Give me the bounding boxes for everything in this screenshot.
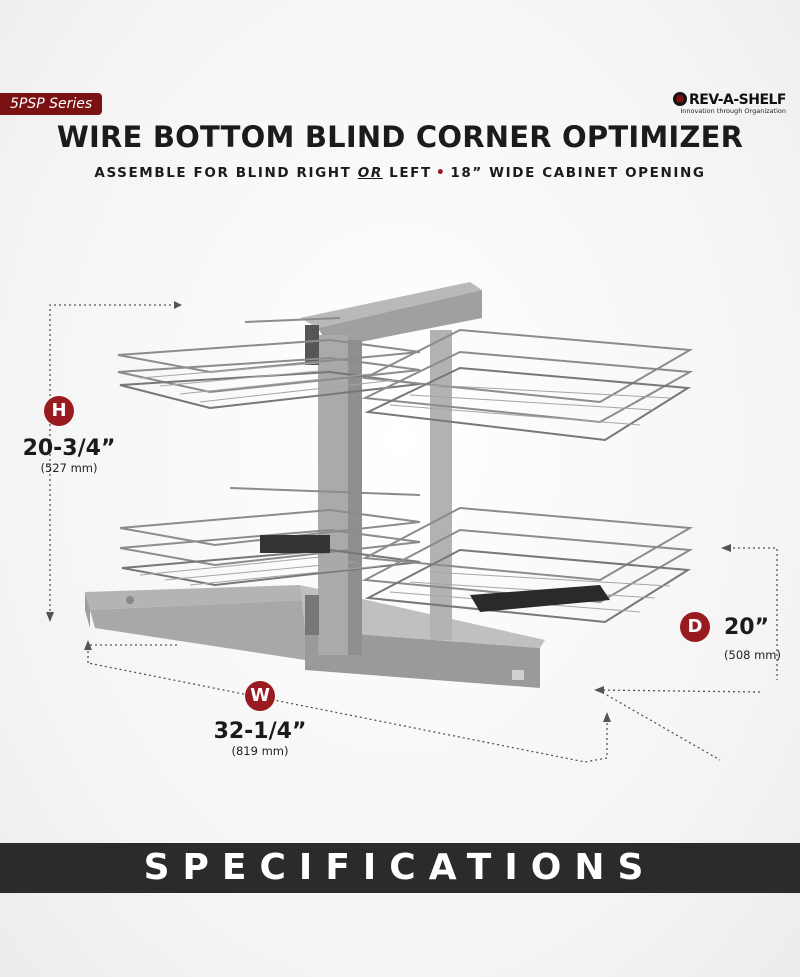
basket-slide-bar-right (470, 585, 610, 612)
width-metric: (819 mm) (231, 744, 289, 758)
width-imperial: 32-1/4” (213, 719, 307, 744)
page-title: WIRE BOTTOM BLIND CORNER OPTIMIZER (56, 120, 744, 154)
dimension-guides (49, 304, 778, 763)
height-dimension: H 20-3/4” (527 mm) (14, 396, 124, 475)
brand-logo: REV-A-SHELF Innovation through Organizat… (673, 92, 786, 115)
width-dimension: W 32-1/4” (819 mm) (205, 681, 315, 758)
subtitle-text-2: LEFT (382, 165, 432, 181)
center-post (300, 282, 482, 655)
page-subtitle: ASSEMBLE FOR BLIND RIGHT OR LEFT•18” WID… (0, 165, 800, 181)
brand-logo-icon (673, 92, 688, 106)
subtitle-or: OR (357, 165, 383, 181)
subtitle-bullet: • (435, 165, 447, 181)
depth-imperial: 20” (724, 614, 770, 640)
brand-name: REV-A-SHELF (689, 92, 786, 108)
wire-floor (139, 361, 671, 613)
depth-badge: D (680, 612, 710, 642)
depth-dimension: D 20” (508 mm) (670, 612, 795, 662)
subtitle-text-3: 18” WIDE CABINET OPENING (450, 165, 706, 181)
series-badge: 5PSP Series (0, 93, 103, 115)
height-guide-line (49, 304, 178, 616)
brand-tagline: Innovation through Organization (680, 107, 786, 115)
width-badge: W (245, 681, 275, 711)
subtitle-text-1: ASSEMBLE FOR BLIND RIGHT (94, 165, 358, 181)
base-rail (85, 585, 545, 688)
specifications-banner (0, 843, 800, 893)
depth-guide-line (597, 689, 761, 693)
specifications-label: SPECIFICATIONS (143, 847, 657, 888)
height-imperial: 20-3/4” (22, 436, 116, 461)
depth-metric: (508 mm) (724, 648, 781, 662)
height-badge: H (44, 396, 74, 426)
basket-slide-bar (260, 535, 330, 553)
width-guide-line (87, 662, 608, 763)
guide-arrowheads (46, 301, 731, 722)
height-metric: (527 mm) (40, 461, 98, 475)
